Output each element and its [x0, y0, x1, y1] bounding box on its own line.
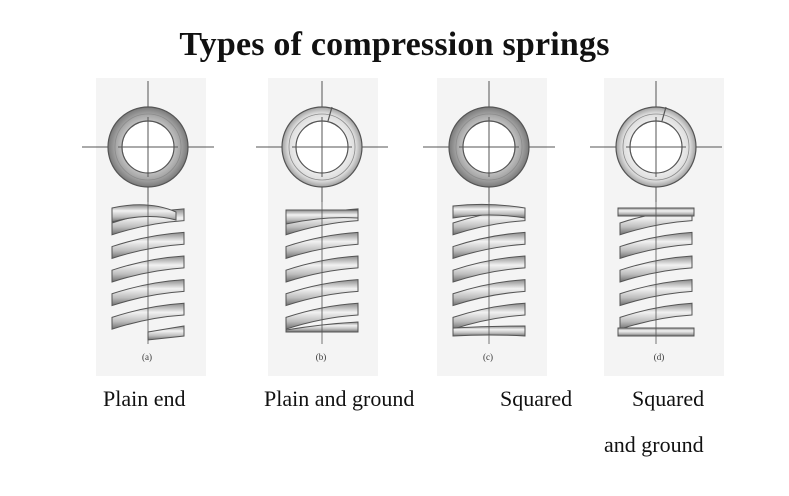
- sub-label-a: (a): [142, 352, 152, 362]
- label-squared-and-ground-line2: and ground: [604, 432, 704, 457]
- sub-label-c: (c): [483, 352, 493, 362]
- sub-label-d: (d): [653, 352, 665, 362]
- diagram-title: Types of compression springs: [179, 26, 610, 63]
- label-plain-end: Plain end: [103, 386, 186, 411]
- end-top-a: [111, 204, 177, 223]
- label-squared-and-ground-line1: Squared: [632, 386, 705, 411]
- end-view-gap-d: [661, 106, 667, 122]
- sub-label-b: (b): [315, 352, 327, 362]
- end-view-mid-c: [455, 113, 523, 181]
- label-plain-and-ground: Plain and ground: [264, 386, 415, 411]
- end-view-mid-a: [114, 113, 182, 181]
- end-bottom-a: [147, 325, 185, 341]
- end-view-mid-d: [622, 113, 690, 181]
- end-view-mid-b: [288, 113, 356, 181]
- label-squared: Squared: [500, 386, 573, 411]
- end-view-gap-b: [327, 106, 333, 122]
